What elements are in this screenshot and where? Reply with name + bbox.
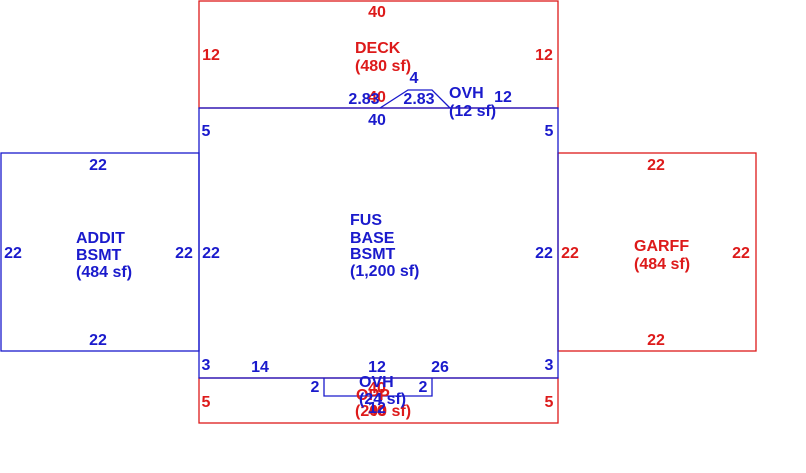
ovh-bottom-label-line-1: OVH — [359, 374, 394, 391]
ovh-top-outline — [379, 89, 451, 109]
deck-label-line-1: DECK — [355, 40, 401, 57]
fus-dimension-right-upper: 5 — [545, 123, 554, 140]
opp-dimension-top: 40 — [368, 380, 386, 397]
ovh-bottom-dimension-left: 2 — [311, 379, 320, 396]
fus-label-line-2: BASE — [350, 230, 395, 247]
fus-label-line-1: FUS — [350, 212, 382, 229]
ovh-bottom-dimension-bottom: 12 — [368, 400, 386, 417]
garff-label-line-1: GARFF — [634, 238, 689, 255]
deck: DECK (480 sf) 40 12 12 40 — [202, 4, 553, 106]
fus-dimension-bottom-right: 26 — [431, 359, 449, 376]
fus-dimension-left-lower: 3 — [202, 357, 211, 374]
addit-dimension-top: 22 — [89, 157, 107, 174]
deck-label-line-2: (480 sf) — [355, 58, 411, 75]
fus-dimension-bottom-left: 14 — [251, 359, 269, 376]
addit-dimension-bottom: 22 — [89, 332, 107, 349]
addit-label-line-1: ADDIT — [76, 230, 125, 247]
outlines — [0, 0, 757, 424]
fus-dimension-right: 22 — [535, 245, 553, 262]
opp-label-line-1: OPP — [356, 387, 390, 404]
opp: OPP (200 sf) 40 40 5 5 — [202, 380, 554, 420]
deck-dimension-left: 12 — [202, 47, 220, 64]
garff: GARFF (484 sf) 22 22 22 22 — [561, 157, 750, 349]
garff-dimension-bottom: 22 — [647, 332, 665, 349]
garff-label-line-2: (484 sf) — [634, 256, 690, 273]
ovh-top-dimension-center: 4 — [410, 70, 419, 87]
deck-dimension-bottom: 40 — [368, 89, 386, 106]
fus-dimension-bottom-center: 12 — [368, 359, 386, 376]
addit-dimension-right: 22 — [175, 245, 193, 262]
ovh-top-dimension-right: 2.83 — [403, 91, 434, 108]
ovh-top-label-line-2: (12 sf) — [449, 103, 496, 120]
addit-dimension-left: 22 — [4, 245, 22, 262]
ovh-top-dimension-left: 2.83 — [348, 91, 379, 108]
garff-dimension-top: 22 — [647, 157, 665, 174]
opp-dimension-left: 5 — [202, 394, 211, 411]
addit-bsmt-outline — [0, 152, 200, 352]
addit-label-line-2: BSMT — [76, 247, 122, 264]
garff-dimension-left: 22 — [561, 245, 579, 262]
opp-label-line-2: (200 sf) — [355, 403, 411, 420]
opp-dimension-right: 5 — [545, 394, 554, 411]
fus-base-bsmt: FUS BASE BSMT (1,200 sf) 40 5 5 22 22 3 … — [202, 112, 554, 376]
ovh-bottom: OVH (24 sf) 2 2 12 — [311, 374, 428, 417]
ovh-bottom-dimension-right: 2 — [419, 379, 428, 396]
garff-dimension-right: 22 — [732, 245, 750, 262]
fus-dimension-top: 40 — [368, 112, 386, 129]
fus-dimension-left: 22 — [202, 245, 220, 262]
deck-dimension-top: 40 — [368, 4, 386, 21]
opp-dimension-bottom: 40 — [368, 403, 386, 420]
addit-bsmt: ADDIT BSMT (484 sf) 22 22 22 22 — [4, 157, 193, 349]
deck-dimension-right: 12 — [535, 47, 553, 64]
fus-label-line-4: (1,200 sf) — [350, 263, 419, 280]
addit-label-line-3: (484 sf) — [76, 264, 132, 281]
fus-dimension-left-upper: 5 — [202, 123, 211, 140]
ovh-top: OVH (12 sf) 2.83 4 2.83 12 — [348, 70, 512, 120]
ovh-bottom-label-line-2: (24 sf) — [359, 391, 406, 408]
ovh-bottom-outline — [323, 378, 433, 397]
fus-label-line-3: BSMT — [350, 246, 396, 263]
ovh-top-dimension-side: 12 — [494, 89, 512, 106]
fus-dimension-right-lower: 3 — [545, 357, 554, 374]
ovh-top-label-line-1: OVH — [449, 85, 484, 102]
